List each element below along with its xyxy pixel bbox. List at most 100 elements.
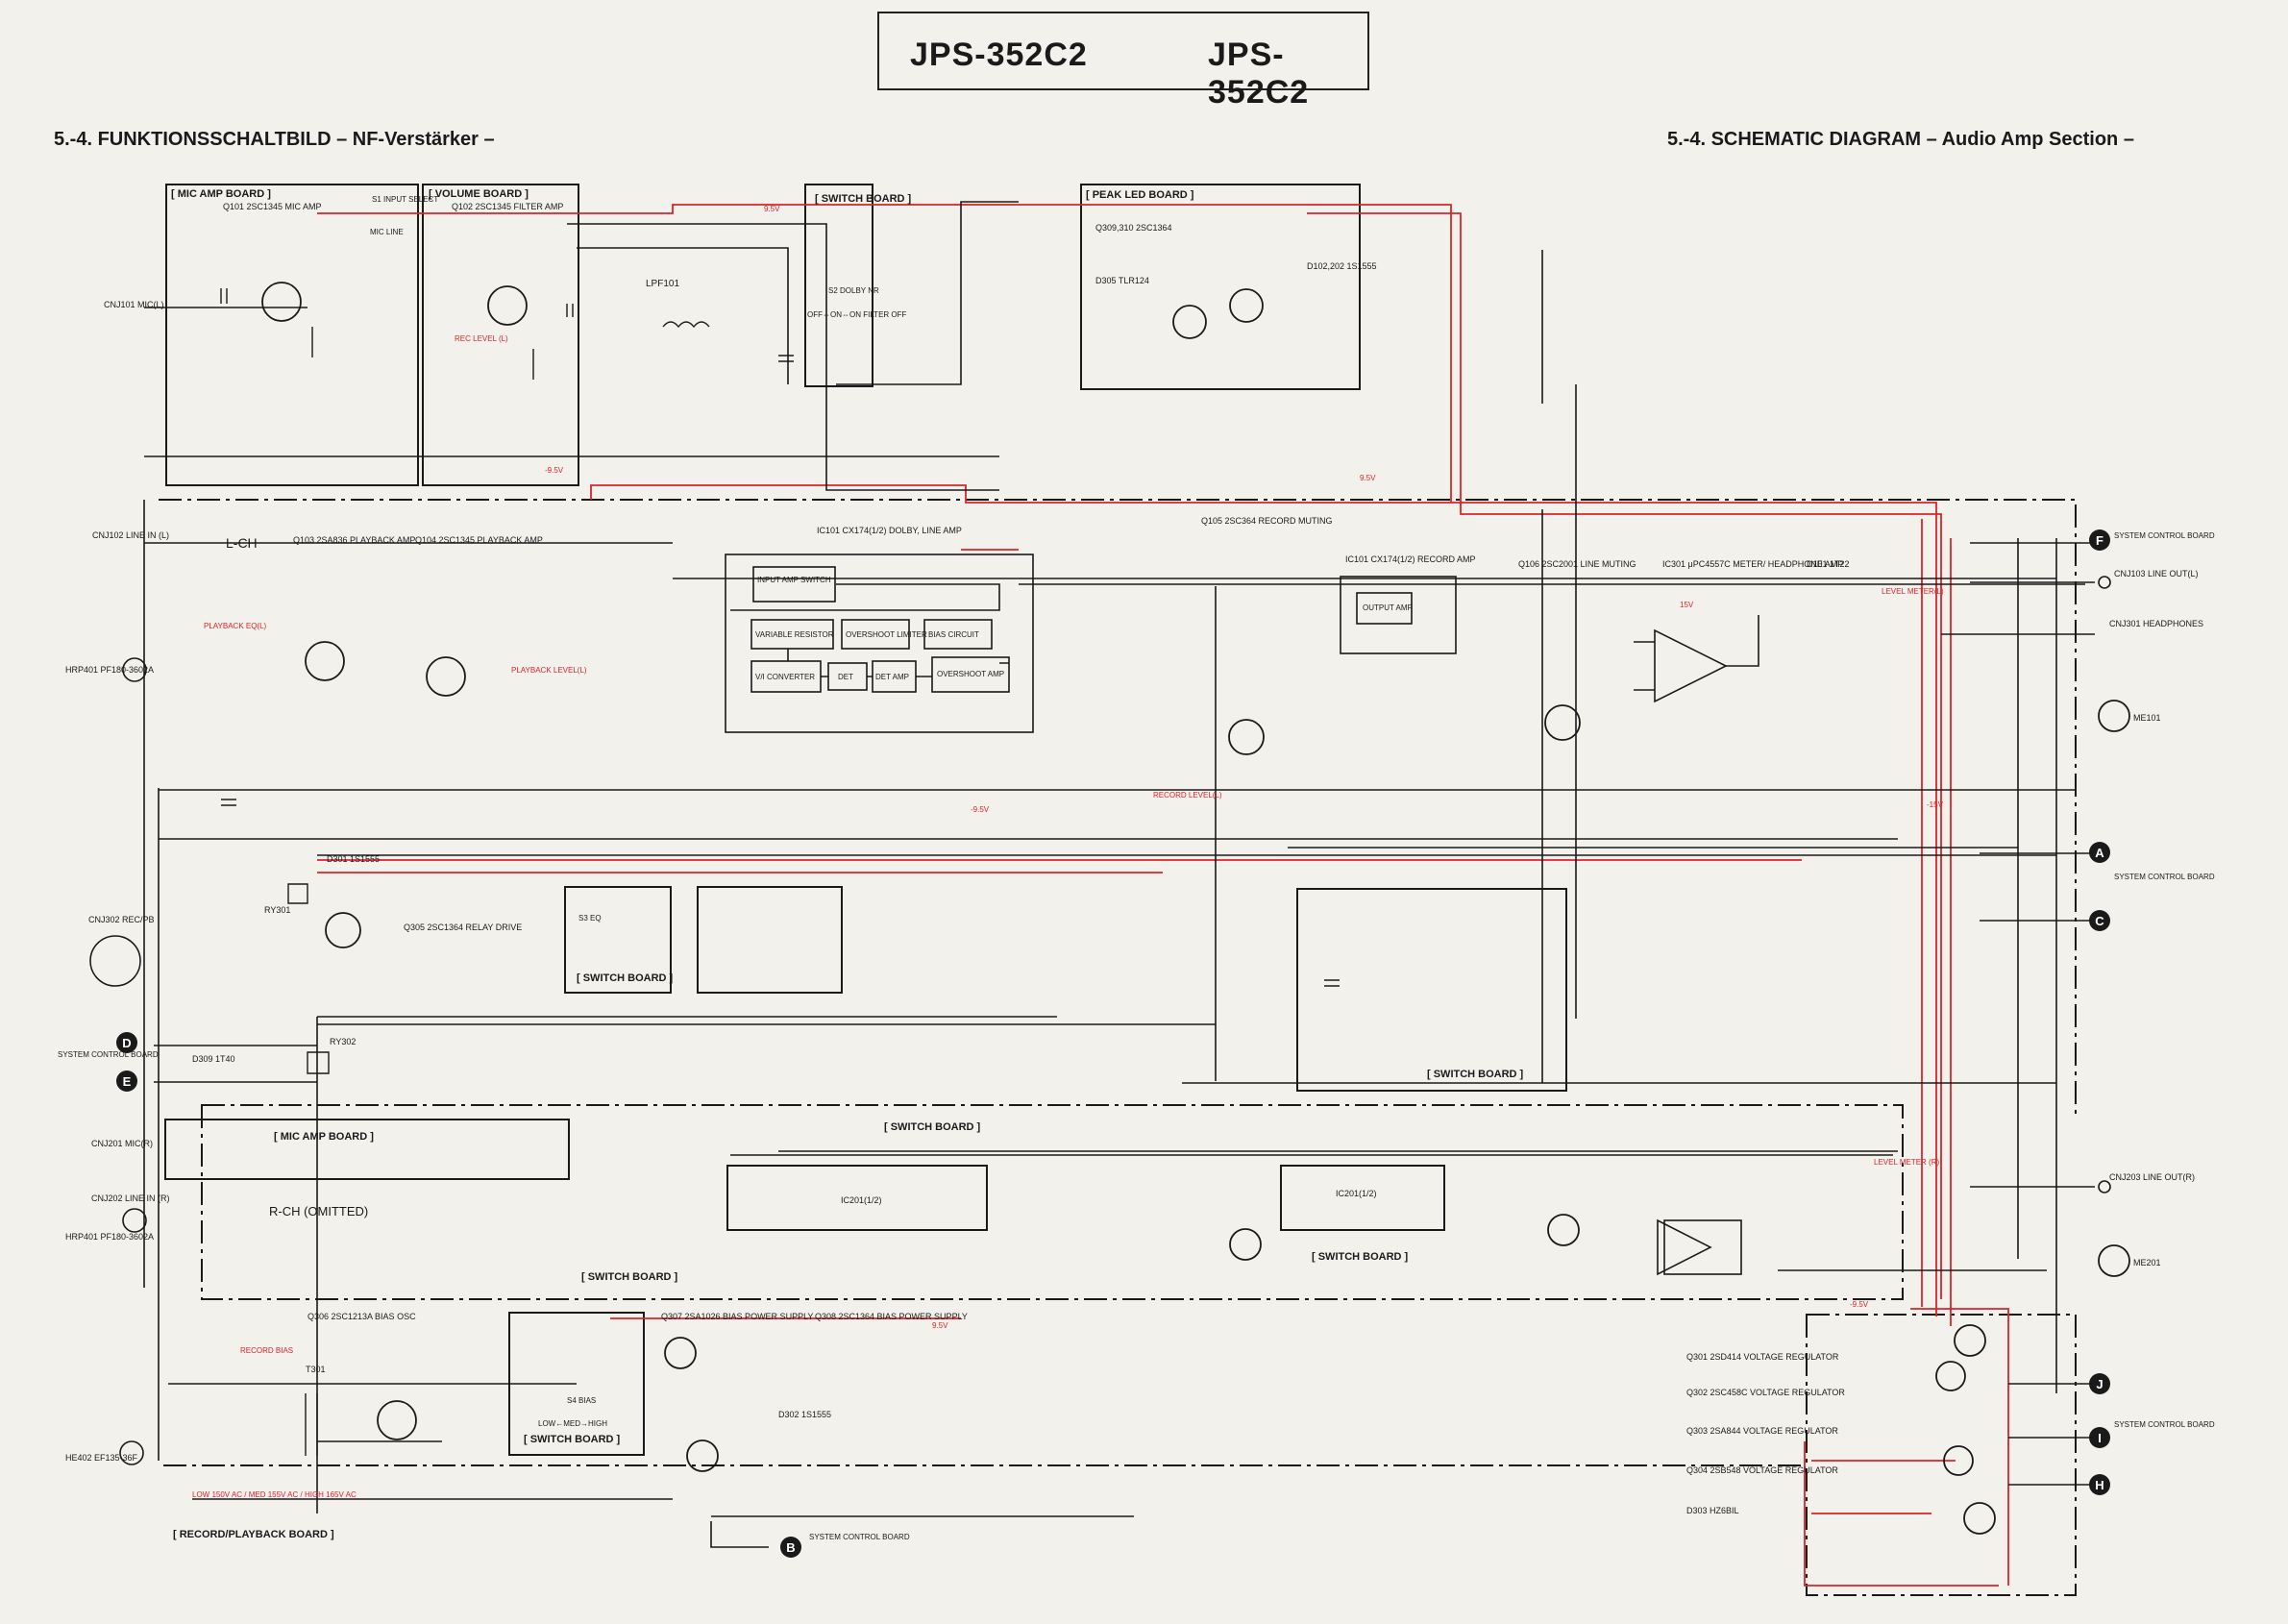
label-me201: ME201 bbox=[2133, 1258, 2161, 1267]
red-line-9v5-top bbox=[317, 204, 1452, 503]
label-q305: Q305 2SC1364 RELAY DRIVE bbox=[404, 923, 522, 932]
q104-symbol bbox=[426, 656, 466, 697]
bias-circuit-box bbox=[923, 619, 993, 650]
voltage-2: -9.5V bbox=[545, 466, 564, 475]
voltage-3: 9.5V bbox=[1360, 474, 1376, 482]
label-d102: D102,202 1S1555 bbox=[1307, 261, 1377, 271]
ic301-triangle bbox=[1654, 628, 1728, 703]
voltage-6: -15V bbox=[1927, 800, 1944, 809]
label-playback-level: PLAYBACK LEVEL(L) bbox=[511, 666, 587, 675]
label-overshoot-amp: OVERSHOOT AMP bbox=[937, 670, 1004, 678]
rch-boundary bbox=[201, 1104, 1904, 1300]
terminal-j-label: SYSTEM CONTROL BOARD bbox=[2114, 1420, 2215, 1429]
q105-symbol bbox=[1228, 719, 1265, 755]
red-line-top-2 bbox=[1307, 212, 1942, 1299]
label-cnj302: CNJ302 REC/PB bbox=[88, 915, 155, 924]
ic301-2-outline bbox=[1663, 1219, 1742, 1275]
label-ic101a: IC101 CX174(1/2) DOLBY, LINE AMP bbox=[817, 526, 962, 535]
mic-amp-board-r-outline bbox=[164, 1119, 570, 1180]
wiring bbox=[143, 201, 2095, 1548]
label-switch-board-eq2: [ SWITCH BOARD ] bbox=[1427, 1069, 1524, 1080]
terminal-e-badge bbox=[116, 1070, 137, 1092]
q302-symbol bbox=[1935, 1361, 1966, 1391]
label-d305: D305 TLR124 bbox=[1095, 276, 1149, 285]
terminal-labels: SYSTEM CONTROL BOARD SYSTEM CONTROL BOAR… bbox=[58, 531, 2215, 1541]
regulator-boundary bbox=[1806, 1314, 2077, 1596]
me101-symbol bbox=[2098, 700, 2130, 732]
connector-jacks bbox=[89, 576, 2111, 1465]
misc-labels: L-CH R-CH (OMITTED) LPF101 S1 INPUT SELE… bbox=[226, 195, 907, 1428]
label-switch-board-top: [ SWITCH BOARD ] bbox=[815, 193, 912, 205]
title-german: 5.-4. FUNKTIONSSCHALTBILD – NF-Verstärke… bbox=[54, 129, 495, 150]
label-q301: Q301 2SD414 VOLTAGE REGULATOR bbox=[1686, 1352, 1839, 1362]
label-q105: Q105 2SC364 RECORD MUTING bbox=[1201, 516, 1333, 526]
label-low-med-high: LOW←MED→HIGH bbox=[538, 1419, 607, 1428]
label-record-bias: RECORD BIAS bbox=[240, 1346, 293, 1355]
label-vi-converter: V/I CONVERTER bbox=[755, 673, 815, 681]
ic101-internal-wiring bbox=[730, 583, 1009, 677]
label-lch: L-CH bbox=[226, 535, 258, 551]
label-switch-board-r3: [ SWITCH BOARD ] bbox=[581, 1271, 678, 1283]
label-variable-resistor: VARIABLE RESISTOR bbox=[755, 630, 834, 639]
label-playback-eq: PLAYBACK EQ(L) bbox=[204, 622, 267, 630]
red-annotations: PLAYBACK EQ(L) PLAYBACK LEVEL(L) RECORD … bbox=[192, 205, 1944, 1499]
terminal-a-badge bbox=[2089, 842, 2110, 863]
label-volume-board: [ VOLUME BOARD ] bbox=[429, 188, 529, 200]
relay-ry301 bbox=[287, 883, 308, 904]
variable-resistor-box bbox=[750, 619, 834, 650]
label-ic301: IC301 μPC4557C METER/ HEADPHONE AMP bbox=[1662, 559, 1843, 569]
model-title-box: JPS-352C2 JPS-352C2 bbox=[877, 12, 1369, 111]
label-switch-board-r2: [ SWITCH BOARD ] bbox=[1312, 1251, 1409, 1263]
hrp401-jack bbox=[122, 657, 147, 682]
terminal-badges bbox=[116, 529, 2110, 1558]
switch-board-top-outline bbox=[804, 184, 873, 387]
label-input-amp: INPUT AMP SWITCH bbox=[757, 576, 831, 584]
ic301-wiring bbox=[1634, 615, 1759, 691]
q305-symbol bbox=[325, 912, 361, 948]
inductor-lpf bbox=[662, 321, 710, 329]
label-det-amp: DET AMP bbox=[875, 673, 909, 681]
label-q306: Q306 2SC1213A BIAS OSC bbox=[308, 1312, 416, 1321]
label-ic101b: IC101 CX174(1/2) RECORD AMP bbox=[1345, 554, 1476, 564]
label-q106: Q106 2SC2001 LINE MUTING bbox=[1518, 559, 1636, 569]
model-name-left: JPS-352C2 bbox=[910, 37, 1088, 73]
label-mic-amp-board-r: [ MIC AMP BOARD ] bbox=[274, 1131, 374, 1143]
voltage-4: -9.5V bbox=[971, 805, 990, 814]
relay-ry302 bbox=[307, 1051, 330, 1074]
connector-labels: CNJ101 MIC(L) CNJ102 LINE IN (L) HRP401 … bbox=[65, 300, 2203, 1463]
capacitor-c101 bbox=[220, 288, 228, 304]
cnj103-jack bbox=[2098, 576, 2111, 589]
q308-symbol bbox=[686, 1439, 719, 1472]
voltage-5: 15V bbox=[1680, 601, 1694, 609]
q304-symbol bbox=[1963, 1502, 1996, 1535]
terminal-i-badge bbox=[2089, 1427, 2110, 1448]
capacitor-c149 bbox=[778, 355, 794, 362]
label-mic-amp-board: [ MIC AMP BOARD ] bbox=[171, 188, 271, 200]
terminal-d-letter: D bbox=[122, 1036, 131, 1050]
label-t301: T301 bbox=[306, 1365, 326, 1374]
label-q304: Q304 2SB548 VOLTAGE REGULATOR bbox=[1686, 1465, 1838, 1475]
transformer-t301 bbox=[305, 1393, 318, 1456]
wire-s2 bbox=[836, 201, 1019, 385]
ic201a-outline bbox=[726, 1165, 988, 1231]
label-output-amp: OUTPUT AMP bbox=[1363, 603, 1413, 612]
lch-boundary bbox=[159, 499, 2077, 1120]
component-labels: Q101 2SC1345 MIC AMP Q102 2SC1345 FILTER… bbox=[192, 202, 1850, 1515]
q206-symbol bbox=[1547, 1214, 1580, 1246]
label-cnj103: CNJ103 LINE OUT(L) bbox=[2114, 569, 2199, 578]
volume-board-outline bbox=[422, 184, 579, 486]
label-q309: Q309,310 2SC1364 bbox=[1095, 223, 1172, 233]
supply-lines-red bbox=[317, 204, 2009, 1587]
dashed-boundaries bbox=[159, 499, 2077, 1596]
label-ry301: RY301 bbox=[264, 905, 290, 915]
capacitor-c143 bbox=[1324, 979, 1340, 987]
q310-symbol bbox=[1172, 305, 1207, 339]
terminal-d-label: SYSTEM CONTROL BOARD bbox=[58, 1050, 159, 1059]
ic301-2-opamp bbox=[1657, 1218, 1742, 1276]
label-bias-ac: LOW 150V AC / MED 155V AC / HIGH 165V AC bbox=[192, 1490, 357, 1499]
label-q308: Q308 2SC1364 BIAS POWER SUPPLY bbox=[815, 1312, 968, 1321]
label-d303: D303 HZ6BIL bbox=[1686, 1506, 1739, 1515]
label-switch-board-a: [ SWITCH BOARD ] bbox=[577, 972, 674, 984]
ic101-record-block bbox=[1340, 576, 1457, 654]
